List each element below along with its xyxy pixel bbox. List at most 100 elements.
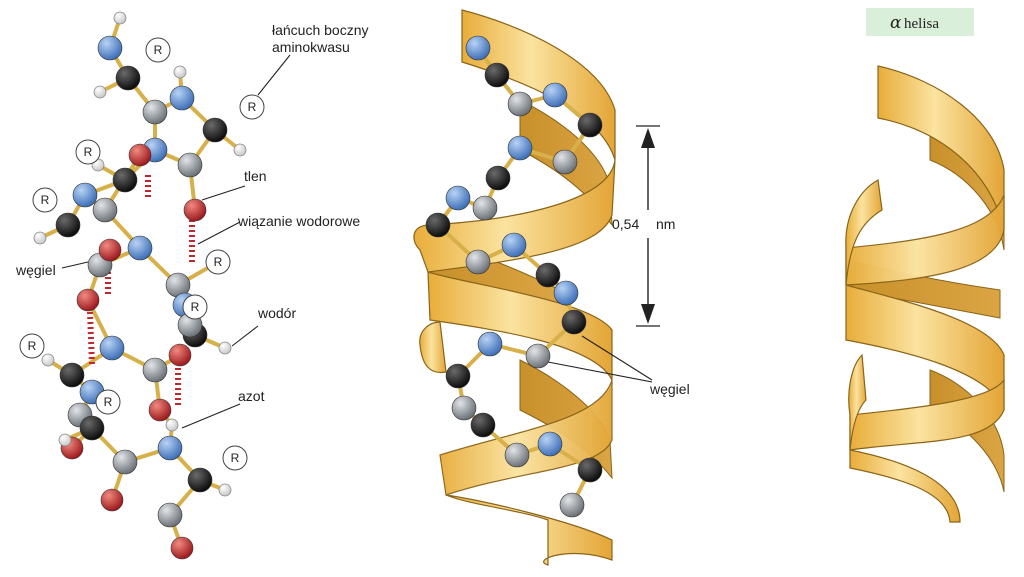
nitrogen-atom [465,35,491,61]
hydrogen-bond-label: wiązanie wodorowe [237,213,360,229]
carbon-atom [470,412,496,438]
grey-carbon-atom [504,442,530,468]
covalent-bonds [38,16,242,550]
oxygen-atom [168,343,192,367]
oxygen-atom [100,488,124,512]
hydrogen-label: wodór [257,305,296,321]
grey-carbon-atom [177,152,203,178]
hydrogen-atom [33,231,47,245]
nitrogen-atom [542,82,568,108]
r-group-circle [19,333,45,359]
r-group-marker: R [145,37,171,63]
nitrogen-label: azot [238,388,265,404]
grey-carbon-atom [142,99,168,125]
r-group-marker: R [19,333,45,359]
r-group-text: R [248,100,257,114]
plain-ribbon-front [845,65,1005,523]
carbon-atom [485,165,511,191]
grey-carbon-atom [525,343,551,369]
r-group-text: R [231,451,240,465]
oxygen-label: tlen [244,168,267,184]
r-group-circle [239,94,265,120]
oxygen-atom [148,398,172,422]
r-group-circle [75,139,101,165]
grey-carbon-atom [92,197,118,223]
side-chain-label-line2: aminokwasu [272,39,350,55]
hydrogen-atom [218,483,232,497]
carbon-atom [577,112,603,138]
nitrogen-atom [97,35,123,61]
nitrogen-atom [445,185,471,211]
carbon-label-right: węgiel [649,381,690,397]
r-group-text: R [84,145,93,159]
grey-carbon-atom [559,492,585,518]
carbon-atom [577,457,603,483]
pitch-value: 0,54 [612,216,639,232]
r-group-marker: R [222,445,248,471]
carbon-atom [202,117,228,143]
grey-carbon-atom [465,249,491,275]
hydrogen-atom [113,11,127,25]
grey-carbon-atom [552,149,578,175]
grey-carbon-atom [451,395,477,421]
nitrogen-atom [507,135,533,161]
grey-carbon-atom [142,357,168,383]
r-group-marker: R [182,294,208,320]
r-group-circle [182,294,208,320]
hydrogen-atom [58,433,72,447]
carbon-label-left: węgiel [15,262,56,278]
badge-alpha-symbol: α [890,13,902,33]
pitch-unit: nm [656,216,675,232]
plain-ribbon-helix [845,65,1005,523]
carbon-atom [425,212,451,238]
r-group-circle [222,445,248,471]
nitrogen-atom [169,85,195,111]
nitrogen-atom [501,232,527,258]
carbon-atom [484,62,510,88]
nitrogen-atom [72,182,98,208]
hydrogen-bonds [87,175,195,405]
badge-background [866,8,974,36]
carbon-atom [115,65,141,91]
nitrogen-atom [537,431,563,457]
hydrogen-atom [41,353,55,367]
nitrogen-atom [157,435,183,461]
grey-carbon-atom [472,195,498,221]
r-group-text: R [28,339,37,353]
r-group-marker: R [239,94,265,120]
nitrogen-atom [553,280,579,306]
r-group-text: R [191,300,200,314]
leader-lines-left [61,54,291,429]
carbon-atom [55,212,81,238]
oxygen-atom [98,238,122,262]
r-group-circle [145,37,171,63]
oxygen-atom [170,536,194,560]
pitch-arrowhead-up [641,128,655,148]
carbon-atom [79,415,105,441]
side-chain-label-line1: łańcuch boczny [272,22,369,38]
r-group-circle [205,249,231,275]
carbon-atom [59,362,85,388]
nitrogen-atom [99,335,125,361]
hydrogen-atom [173,65,187,79]
r-group-circle [32,187,58,213]
r-group-text: R [104,395,113,409]
nitrogen-atom [127,235,153,261]
r-group-marker: R [75,139,101,165]
r-group-marker: R [205,249,231,275]
carbon-atom [187,467,213,493]
r-group-circle [95,389,121,415]
alpha-helix-badge: α helisa [866,8,974,36]
ribbon-helix-with-backbone [413,9,616,566]
hydrogen-bond-dashes [87,311,95,366]
hydrogen-atom [218,341,232,355]
carbon-atom [561,309,587,335]
grey-carbon-atom [507,91,533,117]
carbon-atom [445,363,471,389]
hydrogen-atom [233,143,247,157]
hydrogen-atom [165,418,179,432]
ribbon-front-faces [413,9,616,566]
